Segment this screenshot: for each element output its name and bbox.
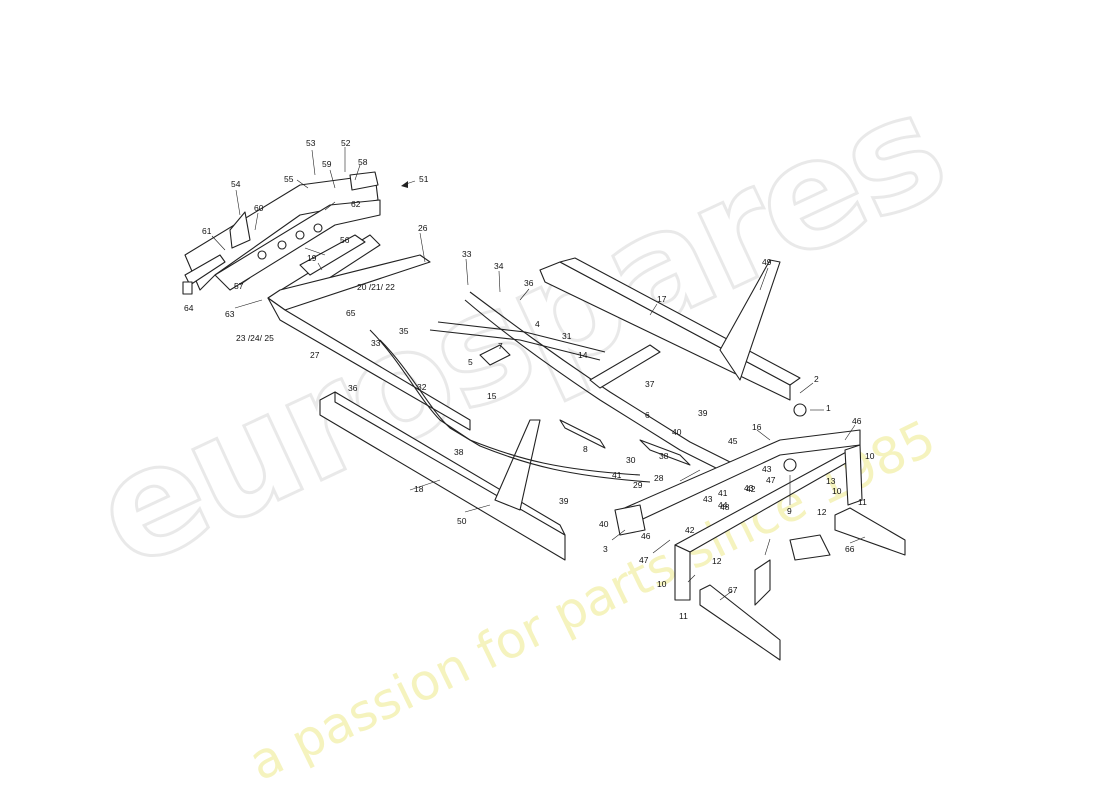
callout-label: 7 — [498, 341, 503, 351]
callout-label: 61 — [202, 226, 212, 236]
callout-label: 58 — [358, 157, 368, 167]
leader-lines — [211, 147, 866, 601]
callout-label: 53 — [306, 138, 316, 148]
callout-label: 13 — [826, 476, 836, 486]
rear-subframe — [614, 403, 906, 661]
callout-label: 2 — [814, 374, 819, 384]
callout-label: 63 — [225, 309, 235, 319]
callout-label: 18 — [414, 484, 424, 494]
arrow-50 — [401, 180, 416, 188]
callout-label: 33 — [462, 249, 472, 259]
callout-label: 10 — [657, 579, 667, 589]
callout-label: 3 — [603, 544, 608, 554]
callout-label: 4 — [535, 319, 540, 329]
callout-label: 5 — [468, 357, 473, 367]
callout-label: 1 — [826, 403, 831, 413]
callout-label: 35 — [399, 326, 409, 336]
callout-label: 50 — [457, 516, 467, 526]
callout-label: 41 — [612, 470, 622, 480]
callout-label: 39 — [559, 496, 569, 506]
callout-label: 42 — [685, 525, 695, 535]
callout-label: 36 — [524, 278, 534, 288]
callout-label: 64 — [184, 303, 194, 313]
callout-label: 55 — [284, 174, 294, 184]
callout-label: 46 — [852, 416, 862, 426]
callout-label: 20 /21/ 22 — [357, 282, 395, 292]
callout-label: 23 /24/ 25 — [236, 333, 274, 343]
callout-label: 42 — [746, 484, 756, 494]
callout-label: 26 — [418, 223, 428, 233]
callout-label: 6 — [645, 410, 650, 420]
callout-label: 11 — [858, 497, 867, 507]
callout-label: 9 — [787, 506, 792, 516]
callout-label: 52 — [341, 138, 351, 148]
callout-label: 57 — [234, 281, 244, 291]
callout-label: 33 — [371, 338, 381, 348]
callout-label: 10 — [832, 486, 842, 496]
callout-label: 43 — [744, 483, 754, 493]
left-side-rail — [267, 254, 566, 561]
callout-label: 10 — [865, 451, 875, 461]
callout-label: 66 — [845, 544, 855, 554]
callout-label: 29 — [633, 480, 643, 490]
callout-label: 28 — [654, 473, 664, 483]
callout-label: 38 — [659, 451, 669, 461]
callout-label: 49 — [762, 257, 772, 267]
callout-label: 27 — [310, 350, 320, 360]
callout-label: 67 — [728, 585, 738, 595]
callout-label: 15 — [487, 391, 497, 401]
callout-label: 47 — [639, 555, 649, 565]
callout-label: 32 — [417, 382, 427, 392]
callout-label: 19 — [307, 253, 317, 263]
right-side-rail — [539, 257, 801, 401]
callout-label: 36 — [348, 383, 358, 393]
callout-label: 8 — [583, 444, 588, 454]
callout-label: 65 — [346, 308, 356, 318]
callout-label: 31 — [562, 331, 572, 341]
callout-label: 30 — [626, 455, 636, 465]
callout-label: 38 — [454, 447, 464, 457]
callout-label: 11 — [679, 611, 688, 621]
callout-label: 43 — [703, 494, 713, 504]
callout-labels: 1 2 3 4 5 6 7 8 9 10 10 10 11 11 12 12 1… — [184, 138, 875, 621]
callout-label: 45 — [728, 436, 738, 446]
callout-label: 12 — [817, 507, 827, 517]
callout-label: 37 — [645, 379, 655, 389]
callout-label: 44 — [718, 500, 728, 510]
callout-label: 47 — [766, 475, 776, 485]
callout-label: 48 — [720, 502, 730, 512]
callout-label: 40 — [599, 519, 609, 529]
callout-label: 17 — [657, 294, 667, 304]
callout-label: 39 — [698, 408, 708, 418]
callout-label: 51 — [419, 174, 429, 184]
callout-label: 14 — [578, 350, 588, 360]
callout-label: 62 — [351, 199, 361, 209]
callout-label: 40 — [672, 427, 682, 437]
callout-label: 34 — [494, 261, 504, 271]
callout-label: 41 — [718, 488, 728, 498]
central-cross-members — [369, 291, 731, 483]
callout-label: 12 — [712, 556, 722, 566]
callout-label: 60 — [254, 203, 264, 213]
callout-label: 54 — [231, 179, 241, 189]
callout-label: 56 — [340, 235, 350, 245]
callout-label: 43 — [762, 464, 772, 474]
callout-label: 46 — [641, 531, 651, 541]
callout-label: 16 — [752, 422, 762, 432]
callout-label: 59 — [322, 159, 332, 169]
